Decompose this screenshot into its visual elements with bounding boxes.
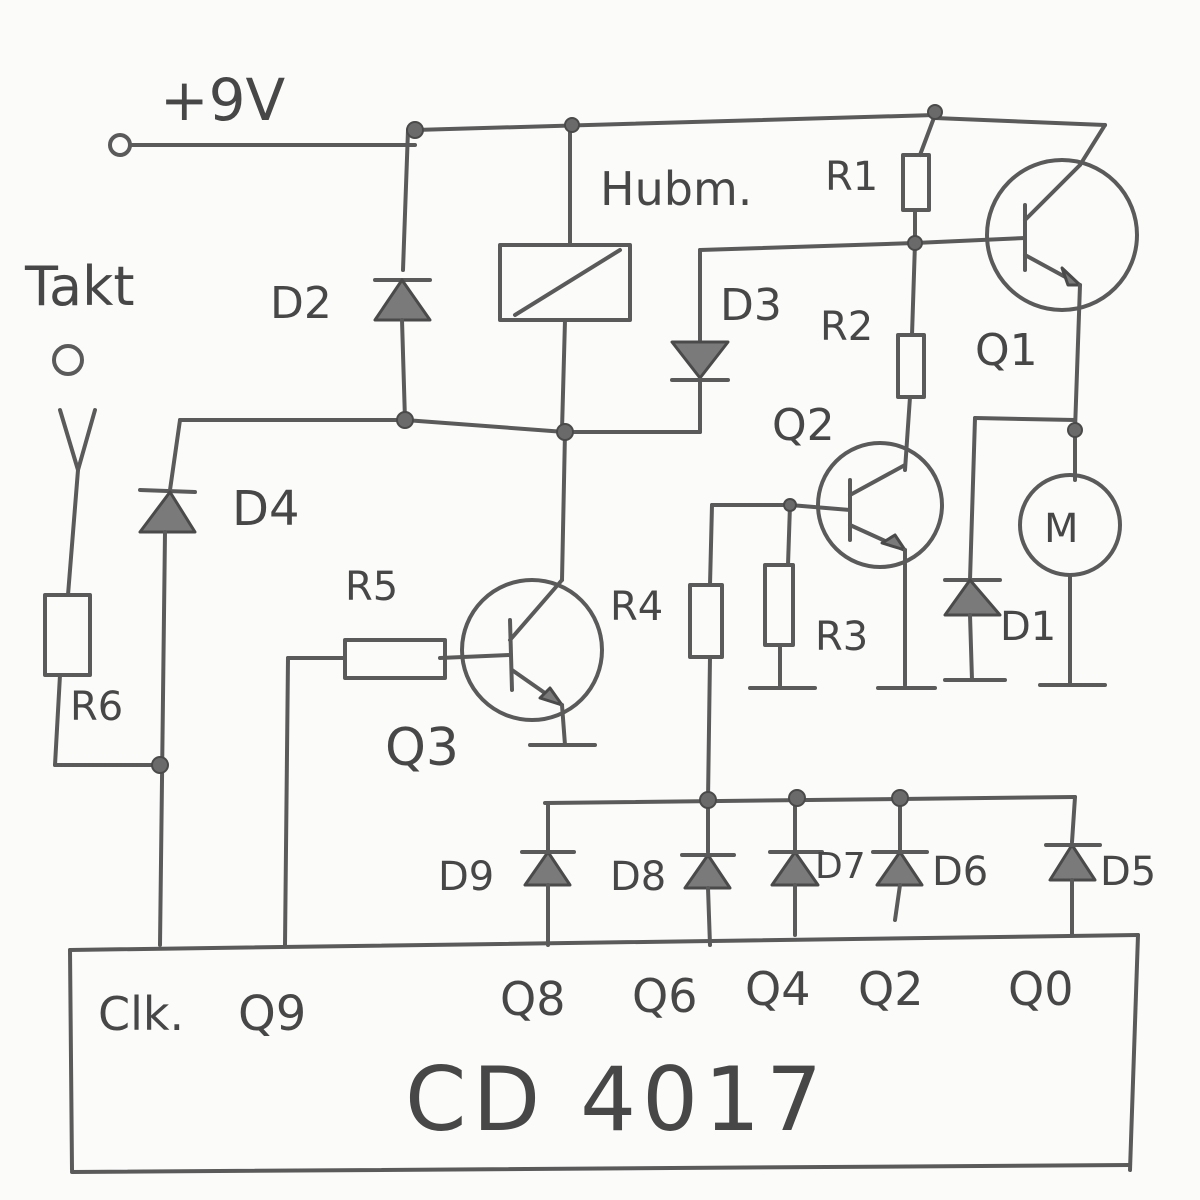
pin-q2: Q2 bbox=[858, 962, 923, 1016]
label-d6: D6 bbox=[932, 849, 988, 895]
label-q1: Q1 bbox=[975, 325, 1038, 376]
label-d9: D9 bbox=[438, 854, 494, 900]
resistor-r6 bbox=[43, 593, 92, 677]
diode-d3 bbox=[670, 241, 917, 434]
resistor-r4 bbox=[688, 503, 792, 802]
ic-cd4017 bbox=[68, 933, 1140, 1174]
transistor-q2 bbox=[788, 441, 944, 690]
pin-q4: Q4 bbox=[745, 962, 810, 1016]
label-d4: D4 bbox=[232, 481, 300, 537]
label-q3: Q3 bbox=[385, 718, 459, 778]
diode-d1 bbox=[943, 416, 1007, 682]
pin-q8: Q8 bbox=[500, 972, 565, 1026]
label-d2: D2 bbox=[270, 278, 332, 329]
junctions bbox=[151, 104, 1083, 809]
label-r2: R2 bbox=[820, 304, 873, 350]
transistor-q3 bbox=[438, 430, 604, 747]
transistor-q1 bbox=[985, 158, 1139, 432]
label-d5: D5 bbox=[1100, 849, 1156, 895]
label-r5: R5 bbox=[345, 564, 398, 610]
diode-d4 bbox=[138, 418, 197, 947]
resistor-r1 bbox=[901, 113, 937, 245]
label-q2: Q2 bbox=[772, 400, 835, 451]
diode-d2 bbox=[373, 128, 432, 422]
label-r3: R3 bbox=[815, 614, 868, 660]
pin-clk: Clk. bbox=[98, 987, 184, 1041]
pin-q9: Q9 bbox=[238, 986, 306, 1042]
solenoid-coil bbox=[498, 123, 632, 432]
label-r4: R4 bbox=[610, 584, 663, 630]
supply-terminal bbox=[108, 133, 132, 157]
ic-label: CD 4017 bbox=[405, 1048, 828, 1151]
label-d7: D7 bbox=[815, 846, 866, 887]
label-r1: R1 bbox=[825, 154, 878, 200]
clock-label: Takt bbox=[24, 255, 135, 318]
label-r6: R6 bbox=[70, 684, 123, 730]
resistor-r2 bbox=[896, 241, 926, 472]
label-d1: D1 bbox=[1000, 604, 1056, 650]
diode-array bbox=[520, 795, 1102, 947]
clock-input bbox=[43, 344, 162, 767]
motor-branch bbox=[973, 416, 1122, 687]
pin-q0: Q0 bbox=[1008, 962, 1073, 1016]
solenoid-label: Hubm. bbox=[600, 162, 752, 216]
supply-label: +9V bbox=[160, 66, 285, 134]
label-d3: D3 bbox=[720, 280, 782, 331]
resistor-r5 bbox=[283, 638, 447, 947]
label-d8: D8 bbox=[610, 854, 666, 900]
pin-q6: Q6 bbox=[632, 969, 697, 1023]
clock-terminal bbox=[52, 344, 84, 376]
resistor-r3 bbox=[748, 503, 817, 690]
supply-rail bbox=[108, 113, 1107, 167]
motor-label: M bbox=[1044, 506, 1079, 552]
